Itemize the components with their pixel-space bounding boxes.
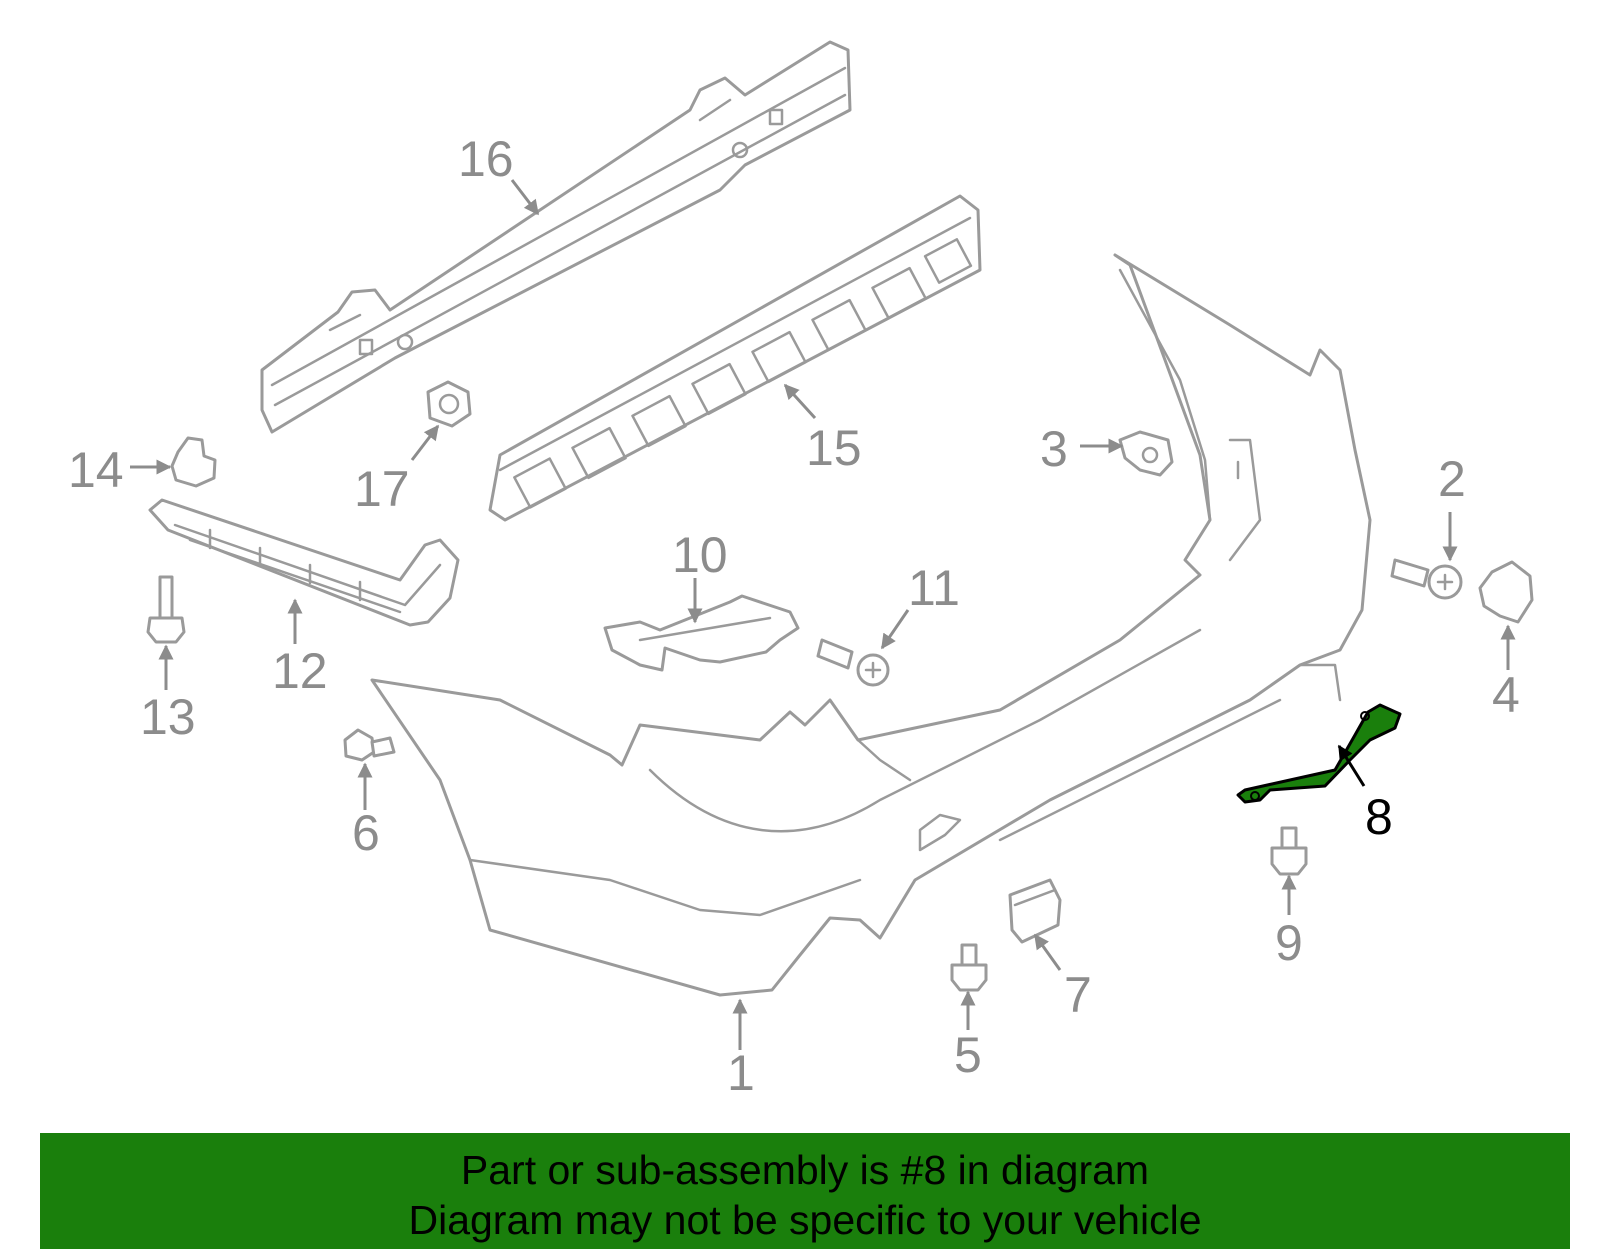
callout-13: 13 <box>140 644 196 745</box>
bracket-part-12 <box>148 498 460 627</box>
svg-text:4: 4 <box>1492 667 1520 723</box>
callout-8: 8 <box>1337 744 1393 845</box>
callout-14: 14 <box>68 442 172 498</box>
screw-part-2 <box>1390 558 1463 600</box>
svg-text:12: 12 <box>272 643 328 699</box>
svg-text:10: 10 <box>672 527 728 583</box>
bolt-part-9 <box>1270 826 1308 876</box>
banner-line-disclaimer: Diagram may not be specific to your vehi… <box>408 1197 1202 1243</box>
svg-text:1: 1 <box>727 1045 755 1101</box>
nut-part-17 <box>426 380 472 428</box>
callout-7: 7 <box>1033 933 1092 1023</box>
callout-6: 6 <box>352 762 380 861</box>
callout-12: 12 <box>272 598 328 699</box>
banner-line-part-number: Part or sub-assembly is #8 in diagram <box>460 1147 1150 1193</box>
callout-9: 9 <box>1275 874 1303 971</box>
bracket-part-8-highlighted <box>1236 703 1402 804</box>
svg-text:6: 6 <box>352 805 380 861</box>
svg-text:5: 5 <box>954 1027 982 1083</box>
svg-text:17: 17 <box>354 461 410 517</box>
push-pin-part-6 <box>343 728 396 762</box>
callout-2: 2 <box>1438 451 1466 562</box>
bracket-part-10 <box>603 594 800 672</box>
energy-absorber-part-15 <box>488 194 982 522</box>
svg-text:15: 15 <box>806 420 862 476</box>
callout-3: 3 <box>1040 421 1124 477</box>
svg-text:11: 11 <box>908 560 960 616</box>
bolt-part-13 <box>146 575 186 644</box>
svg-text:3: 3 <box>1040 421 1068 477</box>
svg-text:7: 7 <box>1064 967 1092 1023</box>
svg-text:13: 13 <box>140 689 196 745</box>
callout-16: 16 <box>458 131 540 216</box>
callout-17: 17 <box>354 424 440 517</box>
reinforcement-beam-part-16 <box>260 40 852 434</box>
bolt-part-5 <box>950 943 988 992</box>
callout-15: 15 <box>783 383 862 476</box>
screw-part-11 <box>816 638 890 687</box>
svg-text:14: 14 <box>68 442 124 498</box>
cover-plate-part-7 <box>1008 878 1062 944</box>
callout-5: 5 <box>954 990 982 1083</box>
callout-10: 10 <box>672 527 728 624</box>
callout-1: 1 <box>727 998 755 1101</box>
callout-11: 11 <box>880 560 960 650</box>
info-banner: Part or sub-assembly is #8 in diagram Di… <box>40 1133 1570 1249</box>
clip-part-4 <box>1478 560 1534 624</box>
callout-4: 4 <box>1492 624 1520 723</box>
retainer-part-3 <box>1118 430 1174 477</box>
svg-text:9: 9 <box>1275 915 1303 971</box>
svg-text:8: 8 <box>1365 789 1393 845</box>
svg-text:16: 16 <box>458 131 514 187</box>
clip-part-14 <box>170 436 217 488</box>
svg-text:2: 2 <box>1438 451 1466 507</box>
bumper-cover-part-1 <box>370 253 1372 997</box>
